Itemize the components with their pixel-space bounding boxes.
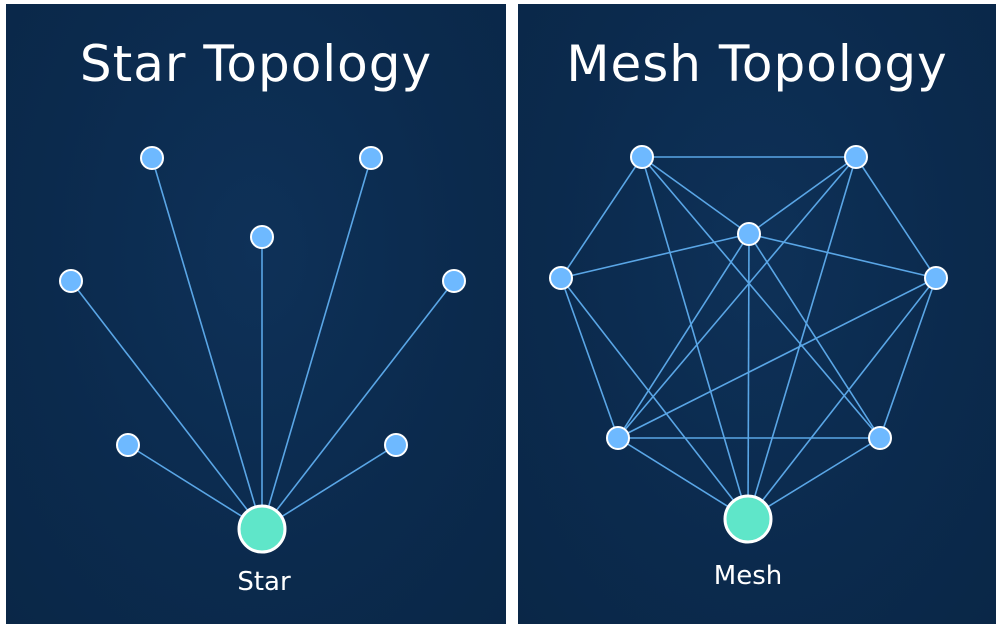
star-edge (127, 444, 263, 530)
mesh-edge (617, 156, 857, 439)
mesh-edge (747, 277, 937, 520)
mesh-node (844, 145, 868, 169)
mesh-edges (560, 156, 937, 520)
mesh-edge (560, 277, 619, 439)
star-topology-title: Star Topology (79, 35, 433, 93)
mesh-hub-label: Mesh (714, 561, 782, 591)
star-edge (261, 280, 455, 530)
mesh-node (630, 145, 654, 169)
star-hub-label: Star (237, 567, 291, 597)
mesh-edge (641, 156, 749, 520)
star-node (59, 269, 83, 293)
mesh-node (606, 426, 630, 450)
star-node (442, 269, 466, 293)
mesh-node (737, 222, 761, 246)
star-node (250, 225, 274, 249)
mesh-edge (748, 156, 857, 235)
mesh-hub-node (723, 494, 773, 544)
mesh-edge (748, 233, 881, 439)
star-nodes (59, 146, 466, 457)
star-node (140, 146, 164, 170)
mesh-edge (855, 156, 937, 279)
star-topology-diagram: Star (59, 146, 466, 597)
mesh-topology-panel: Mesh Topology (518, 4, 996, 624)
mesh-edge (617, 233, 750, 439)
star-edge (151, 157, 263, 530)
mesh-edge (879, 277, 937, 439)
star-node (116, 433, 140, 457)
mesh-topology-diagram: Mesh (549, 145, 948, 591)
mesh-edge (617, 277, 937, 439)
mesh-edge (560, 277, 749, 520)
mesh-node (549, 266, 573, 290)
mesh-edge (560, 233, 750, 279)
star-node (359, 146, 383, 170)
mesh-edge (617, 437, 749, 520)
mesh-edge (748, 233, 937, 279)
star-edge (261, 444, 397, 530)
mesh-node (924, 266, 948, 290)
star-edges (70, 157, 455, 530)
mesh-edge (641, 156, 881, 439)
mesh-edge (747, 233, 750, 520)
mesh-edge (641, 156, 750, 235)
mesh-nodes (549, 145, 948, 450)
star-hub-node (237, 504, 287, 554)
mesh-edge (560, 156, 643, 279)
star-edge (70, 280, 263, 530)
star-topology-panel: Star Topology Star (6, 4, 506, 624)
star-node (384, 433, 408, 457)
mesh-edge (747, 156, 857, 520)
mesh-node (868, 426, 892, 450)
star-edge (261, 157, 372, 530)
mesh-topology-title: Mesh Topology (566, 35, 948, 93)
mesh-edge (747, 437, 881, 520)
